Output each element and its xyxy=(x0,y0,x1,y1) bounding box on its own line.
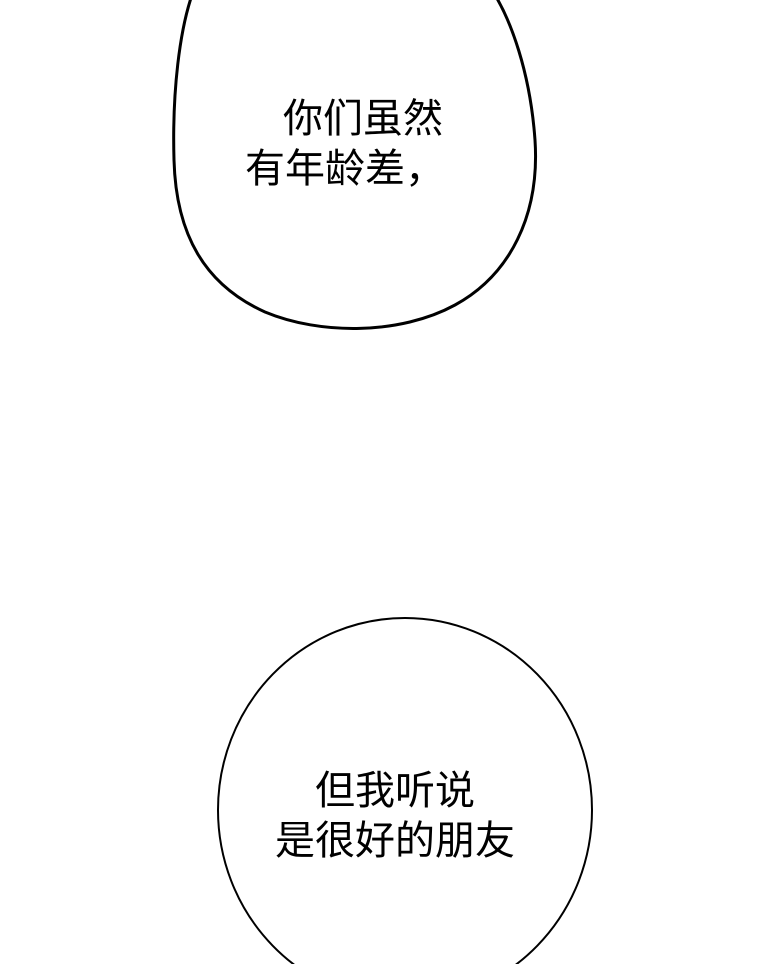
bubble-text-bottom: 但我听说 是很好的朋友 xyxy=(245,766,545,866)
text-line: 但我听说 xyxy=(315,768,475,814)
text-line: 是很好的朋友 xyxy=(275,818,515,864)
speech-bubble-top xyxy=(172,0,538,330)
bubble-text-top: 你们虽然 有年龄差， xyxy=(225,94,465,194)
text-line: 有年龄差， xyxy=(245,146,445,192)
speech-bubble-bottom xyxy=(217,617,593,964)
text-line: 你们虽然 xyxy=(283,96,443,142)
